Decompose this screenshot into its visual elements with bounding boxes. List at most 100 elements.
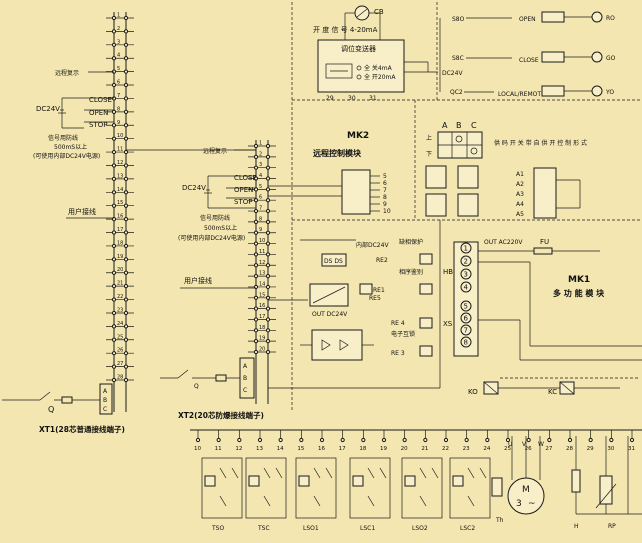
local-remote-label: LOCAL/REMOTE: [498, 91, 545, 98]
breaker-q-2: Q: [194, 383, 199, 390]
xt2-terminal-number: 19: [259, 336, 265, 342]
bottom-terminal-dot: [485, 437, 490, 443]
xt2-terminal-dot: [253, 154, 259, 159]
xt2-terminal-number: 20: [259, 347, 265, 353]
xt2-terminal-number: 14: [259, 281, 265, 287]
xt1-terminal-number: 8: [117, 106, 120, 112]
hb-terminal-circle: [460, 268, 472, 280]
xt2-terminal-dot: [253, 274, 259, 279]
mk2-terminal-number: 9: [383, 201, 387, 208]
signal-note-2: (可使用内部DC24V电源): [178, 234, 245, 242]
switch-contact-lever: [325, 467, 333, 479]
dc24v-1: DC24V: [36, 105, 60, 113]
xt1-terminal-number: 19: [117, 254, 123, 260]
upper-label: 上: [426, 134, 432, 142]
switch-contact-box: [352, 475, 364, 487]
re5-label: RE5: [369, 295, 381, 302]
xt1-terminal-dot: [123, 324, 129, 329]
switch-contact-lever: [467, 495, 475, 507]
xt2-terminal-number: 17: [259, 314, 265, 320]
xt2-terminal-dot: [265, 349, 271, 355]
xt2-c: C: [243, 387, 247, 394]
bottom-terminal-dot: [319, 437, 325, 443]
switch-contact-lever: [479, 467, 487, 479]
xt1-c: C: [103, 406, 107, 413]
re3-label: RE 3: [391, 350, 405, 357]
xs-terminal-circle: [460, 336, 472, 348]
xt1-terminal-dot: [123, 123, 129, 128]
term-w: W: [538, 441, 544, 448]
bottom-terminal-dot: [464, 437, 469, 443]
lso2-label: LSO2: [412, 525, 428, 532]
hb-label: HB: [443, 268, 453, 276]
cb-label: CB: [374, 8, 384, 16]
switch-box-outline: [401, 457, 443, 519]
xt2-terminal-dot: [253, 317, 259, 322]
xt1-terminal-dot: [111, 109, 117, 114]
motor-tilde: ~: [528, 499, 536, 509]
xt2-terminal-dot: [253, 252, 259, 257]
lsc2-label: LSC2: [460, 525, 475, 532]
term-29: 29: [326, 95, 334, 102]
xt1-terminal-dot: [123, 109, 129, 114]
xt1-b: B: [103, 397, 107, 404]
bottom-terminal-dot: [609, 437, 614, 443]
position-transmitter: 调位变送器 全 关4mA 全 开20mA 29 30 31 DC24V: [317, 39, 463, 102]
xt2-terminal-dot: [265, 187, 271, 192]
bottom-terminal-number: 28: [566, 446, 573, 452]
lsc1-label: LSC1: [360, 525, 375, 532]
remote-display-2: 远程复示: [203, 147, 227, 155]
tso-label: TSO: [211, 525, 224, 532]
mk2-terminal-number: 6: [383, 180, 387, 187]
xt1-terminal-dot: [111, 190, 117, 195]
s8c-label: S8C: [452, 55, 464, 62]
switch-box-outline: [201, 457, 243, 519]
xt1-terminal-dot: [123, 42, 129, 47]
xt2-terminal-dot: [265, 284, 271, 290]
xt1-terminal-dot: [123, 163, 129, 168]
s8o-label: S8O: [452, 16, 465, 23]
bottom-terminal-dot: [629, 437, 635, 443]
region-dividers: [291, 2, 642, 410]
xt1-terminal-dot: [111, 136, 117, 141]
a1-label: A1: [516, 171, 524, 178]
close-button-2: CLOSE: [234, 174, 257, 182]
xt1-terminal-dot: [111, 377, 117, 383]
switch-contact-lever: [379, 467, 387, 479]
bottom-terminal-dot: [402, 437, 407, 443]
remote-display-1: 远程复示: [55, 69, 79, 77]
bottom-terminal-dot: [216, 437, 221, 443]
ds-label: DS DS: [324, 258, 343, 265]
xt1-terminal-number: 17: [117, 227, 123, 233]
xt1-terminal-number: 6: [117, 80, 120, 86]
xt1-terminal-dot: [123, 351, 129, 356]
xt2-terminal-dot: [253, 208, 259, 214]
col-c: C: [471, 121, 477, 130]
xt1-terminal-number: 9: [117, 120, 120, 126]
term-u: U: [508, 441, 512, 448]
switch-contact-lever: [313, 495, 321, 507]
bottom-terminal-number: 22: [442, 446, 449, 452]
xt2-terminal-dot: [265, 295, 271, 300]
xt2-terminal-number: 11: [259, 249, 265, 255]
switch-contact-lever: [431, 467, 439, 479]
bottom-terminal-dot: [361, 437, 366, 443]
xt1-terminal-dot: [123, 337, 129, 342]
bus-wires: [126, 149, 441, 389]
a3-label: A3: [516, 191, 524, 198]
out-dc24v: OUT DC24V: [312, 311, 348, 318]
xt1-terminal-dot: [111, 364, 117, 369]
rating-20ma: 全 开20mA: [364, 73, 396, 81]
xt1-terminal-number: 2: [117, 26, 120, 32]
xt2-terminal-dot: [265, 230, 271, 235]
xt1-terminal-number: 28: [117, 375, 123, 381]
xt1-terminal-dot: [123, 96, 129, 101]
switch-box-outline: [349, 457, 391, 519]
switch-contact-lever: [313, 467, 321, 479]
re2-label: RE2: [376, 257, 388, 264]
xt1-terminal-number: 7: [117, 93, 120, 99]
bottom-terminal-number: 14: [277, 446, 284, 452]
xt1-terminal-number: 5: [117, 66, 120, 72]
col-a: A: [442, 121, 448, 130]
